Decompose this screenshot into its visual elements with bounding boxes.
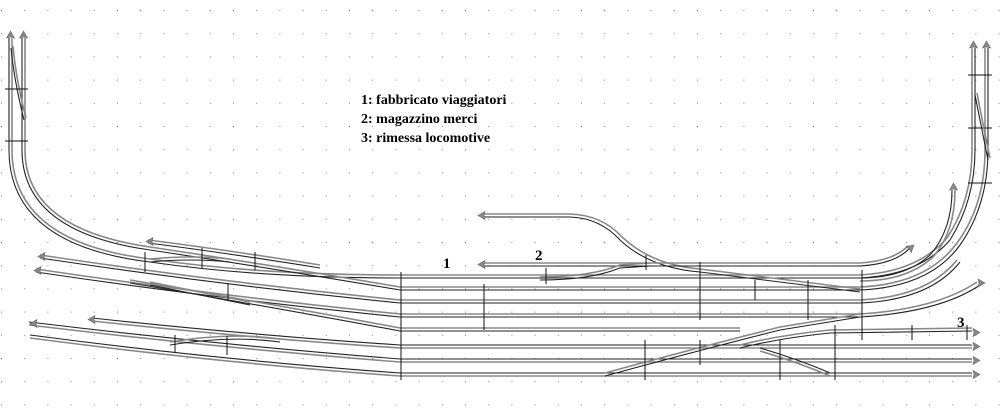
track-joints	[144, 248, 968, 380]
marker-engine-shed: 3	[957, 315, 965, 331]
marker-goods-shed: 2	[535, 248, 543, 264]
legend-item-goods-shed: 2: magazzino merci	[361, 112, 478, 127]
marker-station-building: 1	[443, 256, 451, 272]
crossovers	[604, 313, 981, 377]
legend-item-engine-shed: 3: rimessa locomotive	[361, 131, 491, 146]
station-main-lines	[28, 40, 992, 379]
legend: 1: fabbricato viaggiatori 2: magazzino m…	[361, 91, 506, 148]
legend-item-station-building: 1: fabbricato viaggiatori	[361, 93, 507, 108]
goods-shed-siding	[477, 182, 958, 293]
